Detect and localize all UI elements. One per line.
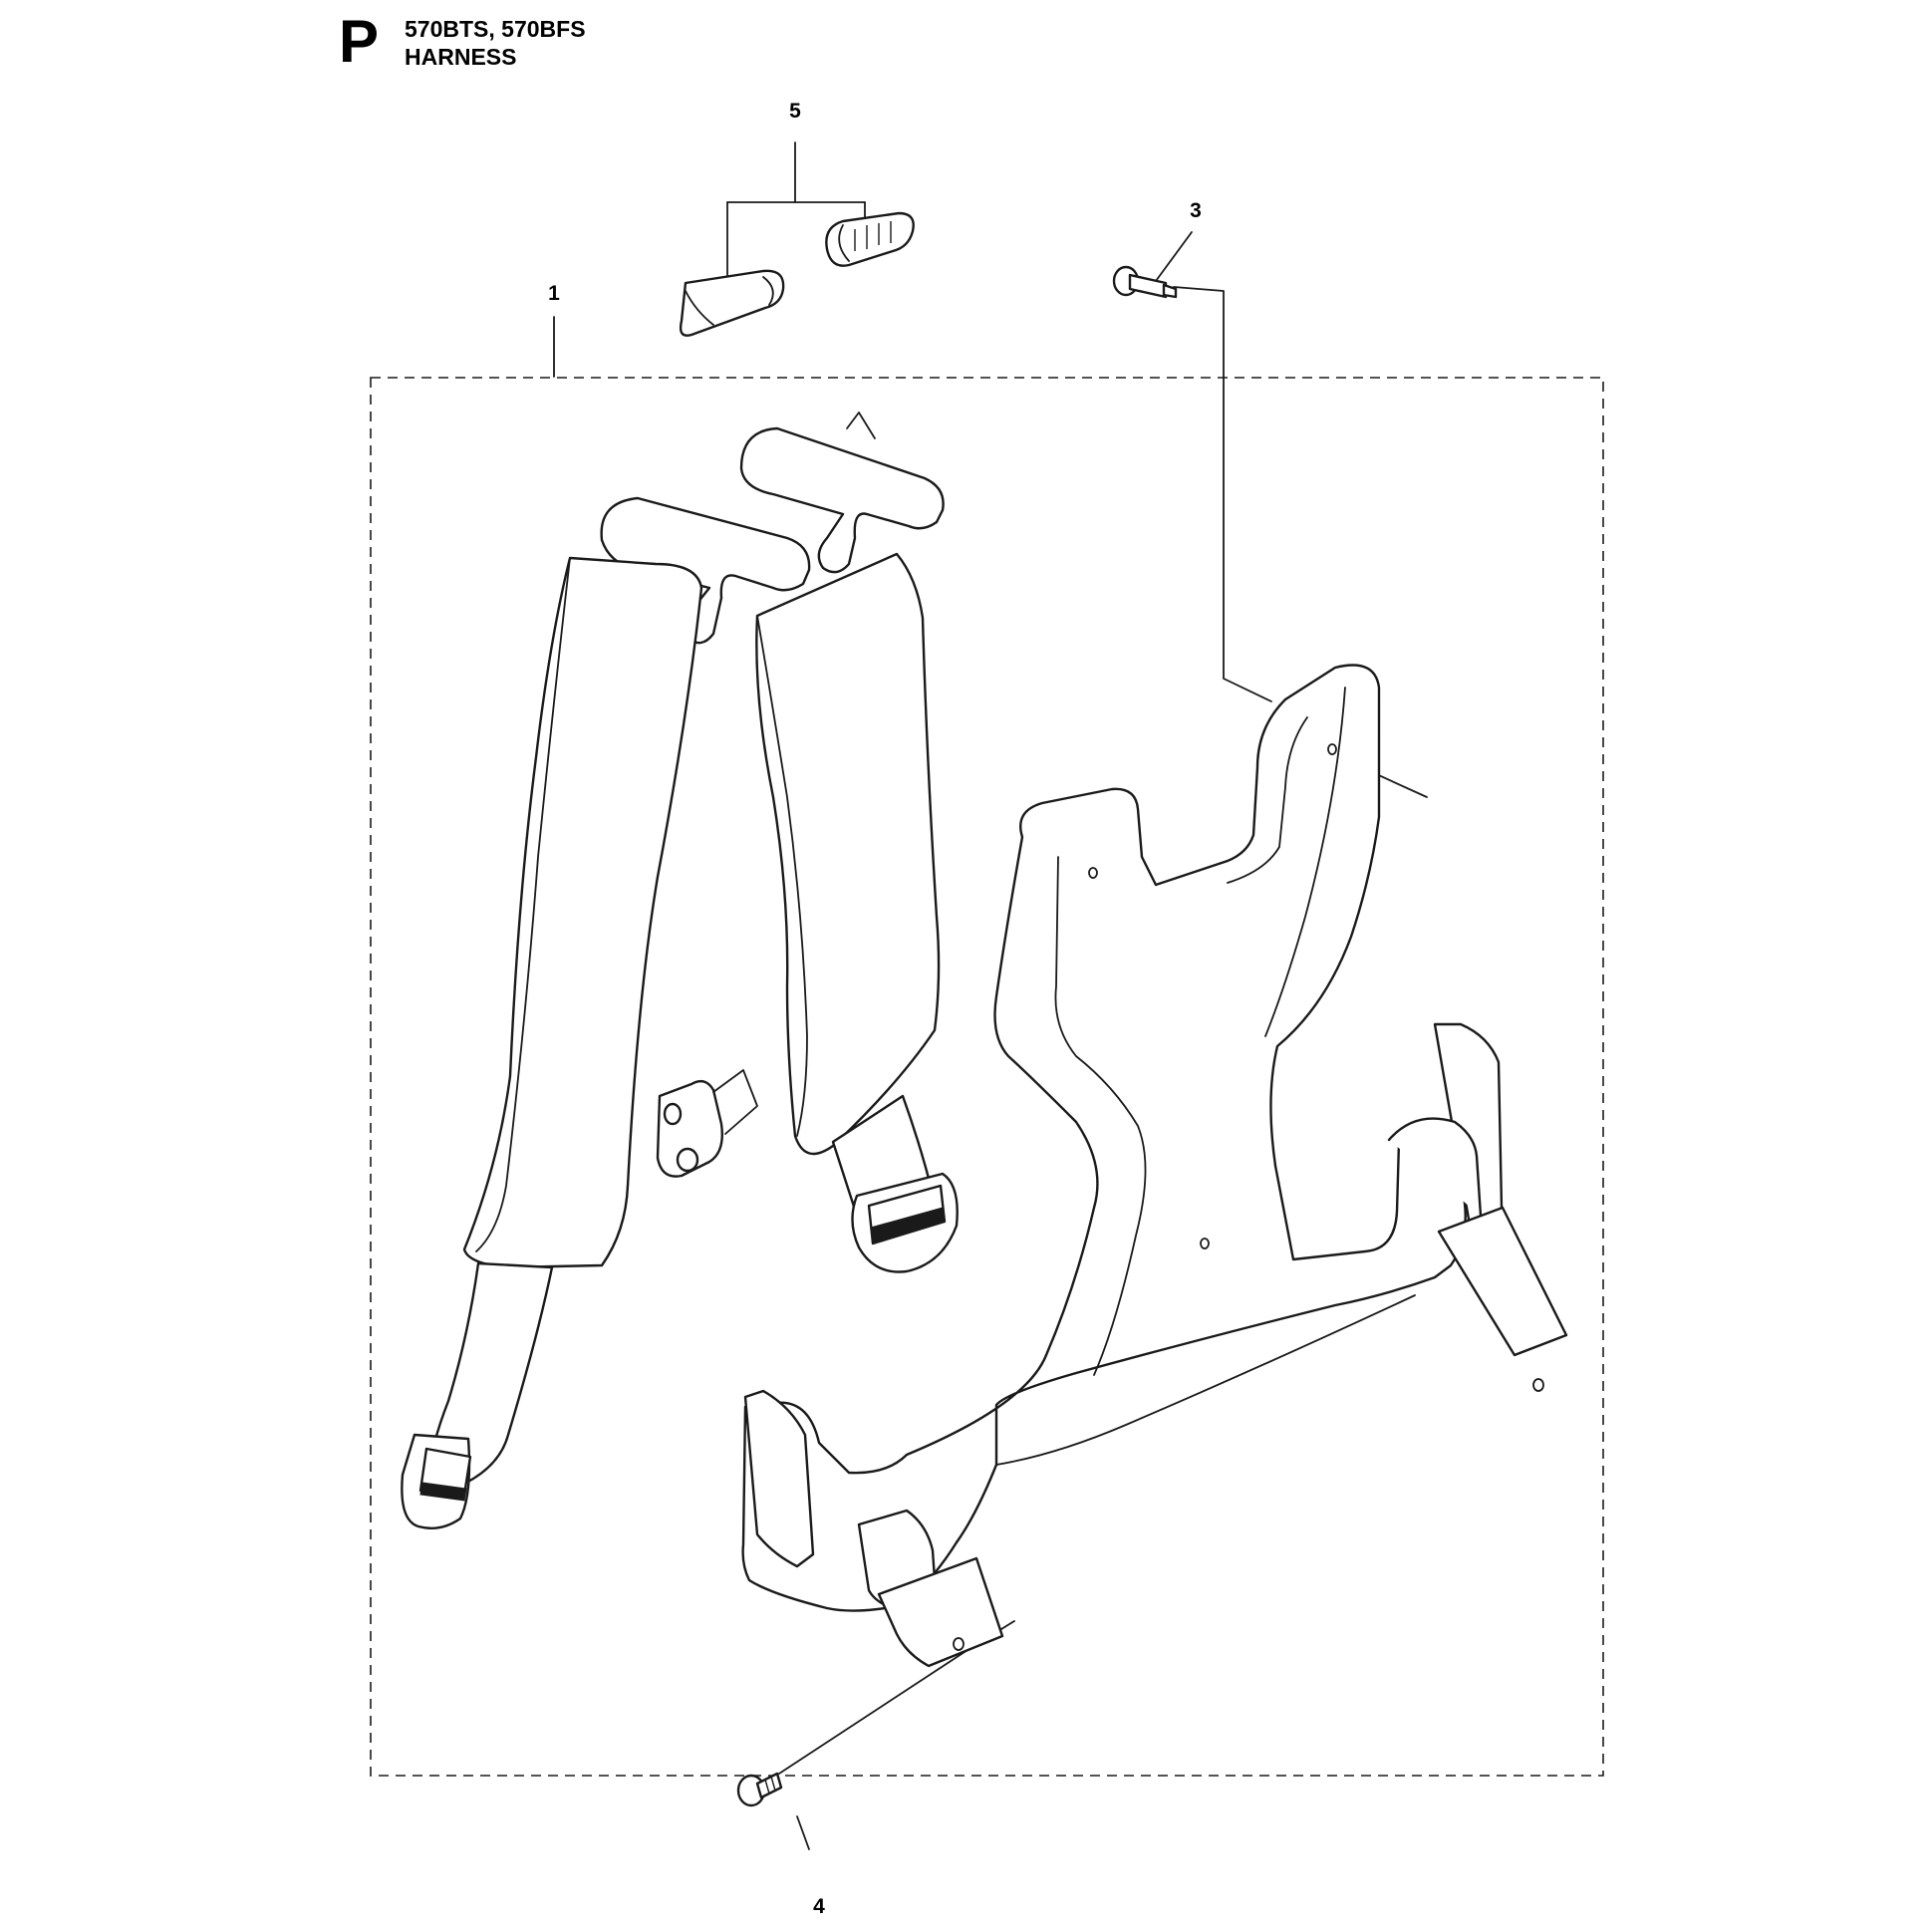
plate-hole — [953, 1637, 965, 1651]
callout-item-3: 3 — [1190, 199, 1202, 222]
plate-hole — [1088, 867, 1098, 879]
strap-clip-icon — [825, 211, 915, 267]
screw-icon — [736, 1772, 783, 1807]
screw-icon — [1112, 265, 1178, 299]
diagram-title: HARNESS — [405, 44, 517, 70]
back-plate-icon — [741, 664, 1568, 1668]
harness-straps-icon — [401, 412, 959, 1529]
plate-hole — [1532, 1378, 1544, 1392]
assembly-boundary — [370, 377, 1604, 1777]
strap-clip-icon — [679, 269, 785, 337]
model-numbers: 570BTS, 570BFS — [405, 16, 586, 42]
callout-item-5: 5 — [789, 100, 801, 123]
callout-item-1: 1 — [548, 282, 560, 305]
section-letter: P — [339, 8, 380, 75]
callout-leaders — [553, 141, 1428, 1850]
callout-item-4: 4 — [813, 1895, 825, 1918]
plate-hole — [1200, 1238, 1210, 1249]
plate-hole — [1327, 743, 1337, 755]
